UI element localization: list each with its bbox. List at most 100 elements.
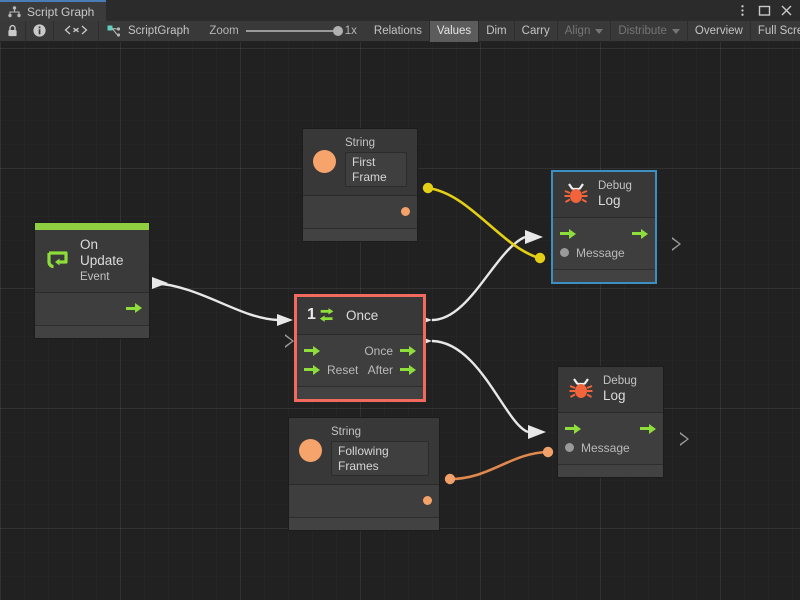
node-header: String Following Frames <box>289 418 439 486</box>
toolbar-button-overview[interactable]: Overview <box>688 20 751 42</box>
string-value-input[interactable]: First Frame <box>345 152 407 188</box>
debug-bug-icon <box>563 182 589 206</box>
node-ports <box>303 196 417 229</box>
tab-script-graph[interactable]: Script Graph <box>0 0 107 21</box>
more-options-icon[interactable] <box>736 4 749 17</box>
port-row-enter: Once <box>297 341 423 360</box>
node-footer <box>289 517 439 531</box>
port-label-message: Message <box>581 440 630 455</box>
port-once-out[interactable]: Once <box>364 344 416 358</box>
port-message-in[interactable]: Message <box>565 441 630 455</box>
graph-canvas[interactable]: On Update Event 1 <box>0 42 800 600</box>
toolbar-button-label: Carry <box>521 25 550 37</box>
toolbar-button-values[interactable]: Values <box>429 20 480 42</box>
node-header: Debug Log <box>553 172 655 219</box>
value-out-dot-icon[interactable] <box>401 207 410 217</box>
external-flow-handle-once-reset[interactable] <box>285 334 294 348</box>
close-icon[interactable] <box>780 4 793 17</box>
port-row-flow <box>558 419 663 438</box>
flow-out-arrow-icon[interactable] <box>400 364 416 375</box>
value-out-dot-icon[interactable] <box>423 496 432 506</box>
toolbar-button-distribute[interactable]: Distribute <box>611 20 688 42</box>
node-title-block: Debug Log <box>603 374 637 404</box>
lock-button[interactable] <box>0 21 26 42</box>
zoom-control[interactable]: Zoom 1x <box>199 21 367 41</box>
node-footer <box>297 386 423 399</box>
port-label-after-out: After <box>367 362 393 377</box>
port-value-out[interactable] <box>423 496 432 506</box>
once-loop-icon: 1 <box>307 304 337 326</box>
edge-string2-to-message2[interactable] <box>444 446 554 485</box>
graph-asset-chip[interactable]: ScriptGraph <box>99 21 199 41</box>
port-after-out[interactable]: After <box>368 363 416 377</box>
zoom-slider-handle[interactable] <box>332 26 343 36</box>
flow-out-arrow-icon[interactable] <box>632 228 648 239</box>
port-enter-in[interactable] <box>304 345 320 356</box>
node-once[interactable]: 1 Once Once <box>294 294 426 402</box>
zoom-slider[interactable] <box>245 26 343 36</box>
zoom-value-label: 1x <box>344 25 357 37</box>
chevron-down-icon <box>671 28 680 34</box>
flow-out-arrow-icon[interactable] <box>400 345 416 356</box>
external-flow-handle-debuglog2-exit[interactable] <box>680 432 689 446</box>
flow-in-arrow-icon[interactable] <box>304 364 320 375</box>
node-title-block: Debug Log <box>598 179 632 209</box>
port-label-reset: Reset <box>327 362 359 377</box>
edge-once-to-debuglog1[interactable] <box>416 230 543 326</box>
flow-in-arrow-icon[interactable] <box>304 345 320 356</box>
port-exit-out[interactable] <box>632 228 648 239</box>
external-flow-handle-debuglog1-exit[interactable] <box>672 237 681 251</box>
toolbar-button-relations[interactable]: Relations <box>367 20 430 42</box>
toolbar-button-carry[interactable]: Carry <box>515 20 558 42</box>
info-button[interactable] <box>26 21 54 42</box>
node-footer <box>35 324 149 338</box>
port-label-once-out: Once <box>364 343 393 358</box>
flow-in-arrow-icon[interactable] <box>560 228 576 239</box>
port-row-trigger-out <box>35 299 149 318</box>
toolbar-button-label: Dim <box>486 25 507 37</box>
graph-icon <box>8 5 21 18</box>
node-footer <box>303 228 417 242</box>
node-debug-log-2[interactable]: Debug Log Message <box>557 366 664 479</box>
port-message-in[interactable]: Message <box>560 246 625 260</box>
string-value-input[interactable]: Following Frames <box>331 441 429 477</box>
flow-in-arrow-icon[interactable] <box>565 423 581 434</box>
port-enter-in[interactable] <box>565 423 581 434</box>
toolbar-button-full-screen[interactable]: Full Screen <box>751 21 800 42</box>
port-reset-in[interactable]: Reset <box>304 363 358 377</box>
toolbar-button-label: Distribute <box>618 25 667 37</box>
tab-label: Script Graph <box>27 4 95 19</box>
port-exit-out[interactable] <box>640 423 656 434</box>
node-string-first-frame[interactable]: String First Frame <box>302 128 418 243</box>
node-ports <box>289 485 439 518</box>
node-string-following-frames[interactable]: String Following Frames <box>288 417 440 532</box>
angle-brackets-icon <box>63 24 89 39</box>
port-row-message: Message <box>553 243 655 262</box>
value-in-dot-icon[interactable] <box>560 248 569 258</box>
value-in-dot-icon[interactable] <box>565 443 574 453</box>
edge-string1-to-message1[interactable] <box>422 182 546 264</box>
node-header: Debug Log <box>558 367 663 414</box>
toolbar-button-dim[interactable]: Dim <box>479 20 515 42</box>
port-value-out[interactable] <box>401 207 410 217</box>
flow-out-arrow-icon[interactable] <box>126 303 142 314</box>
zoom-label: Zoom <box>209 25 239 37</box>
debug-bug-icon <box>568 377 594 401</box>
node-footer <box>558 464 663 478</box>
port-trigger-out[interactable] <box>126 303 142 314</box>
toolbar-button-align[interactable]: Align <box>558 20 612 42</box>
node-on-update[interactable]: On Update Event <box>34 222 150 339</box>
node-ports: Message <box>553 218 655 270</box>
flow-out-arrow-icon[interactable] <box>640 423 656 434</box>
code-view-button[interactable] <box>54 21 99 42</box>
window-tab-bar: Script Graph <box>0 0 800 21</box>
edge-onupdate-to-once[interactable] <box>151 277 293 326</box>
info-icon <box>33 23 46 40</box>
string-literal-icon <box>299 439 322 463</box>
node-header: 1 Once <box>297 297 423 335</box>
node-debug-log-1[interactable]: Debug Log Message <box>551 169 657 285</box>
port-enter-in[interactable] <box>560 228 576 239</box>
maximize-icon[interactable] <box>758 4 771 17</box>
